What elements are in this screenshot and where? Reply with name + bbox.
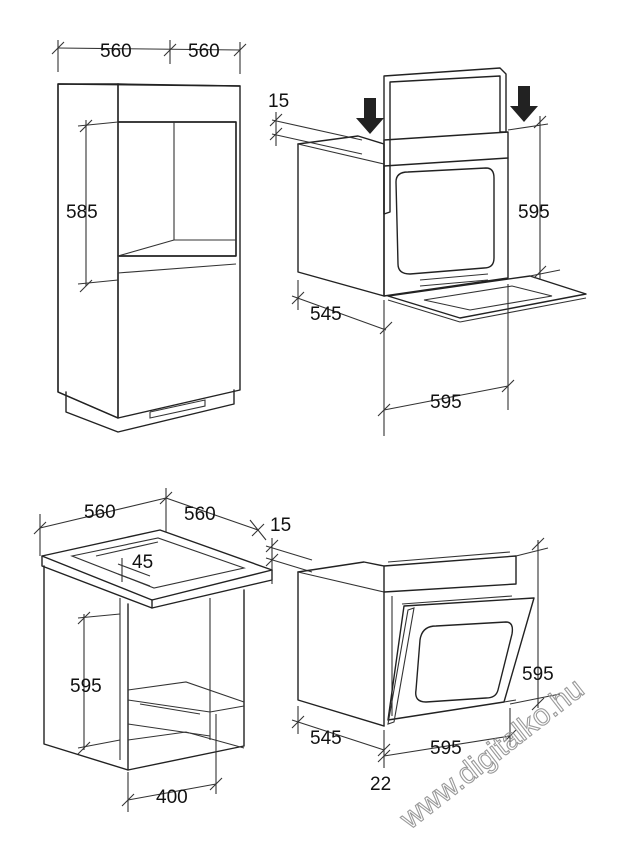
top-oven-width-label: 595 bbox=[430, 392, 462, 413]
down-arrow-icon bbox=[510, 86, 538, 122]
bottom-oven-door-gap-label: 22 bbox=[370, 774, 391, 795]
bottom-oven-depth-label: 545 bbox=[310, 728, 342, 749]
top-oven-drawing bbox=[297, 67, 587, 323]
top-cabinet-depth-label: 560 bbox=[188, 41, 220, 62]
bottom-cabinet-depth-label: 560 bbox=[184, 504, 216, 525]
bottom-cabinet-gap-label: 45 bbox=[132, 552, 153, 573]
top-cabinet-drawing bbox=[57, 83, 241, 433]
bottom-oven-dimensions: 595 545 595 22 bbox=[291, 537, 561, 795]
top-niche-height-label: 585 bbox=[66, 202, 98, 223]
bottom-cabinet-drawing bbox=[41, 529, 273, 771]
top-oven-height-label: 595 bbox=[518, 202, 550, 223]
bottom-oven-width-label: 595 bbox=[430, 738, 462, 759]
bottom-niche-height-label: 595 bbox=[70, 676, 102, 697]
top-oven-panel-label: 15 bbox=[268, 91, 289, 112]
bottom-cabinet-opening-label: 400 bbox=[156, 787, 188, 808]
bottom-oven-height-label: 595 bbox=[522, 664, 554, 685]
top-cabinet-dimensions: 560 560 585 bbox=[51, 40, 247, 293]
bottom-cabinet-width-label: 560 bbox=[84, 502, 116, 523]
bottom-oven-drawing bbox=[297, 551, 535, 727]
top-cabinet-width-label: 560 bbox=[100, 41, 132, 62]
top-oven-dimensions: 15 595 545 595 bbox=[268, 91, 561, 436]
down-arrow-icon bbox=[356, 98, 384, 134]
top-oven-depth-label: 545 bbox=[310, 304, 342, 325]
bottom-cabinet-dimensions: 560 560 15 45 595 400 bbox=[33, 488, 313, 812]
bottom-cabinet-panel-label: 15 bbox=[270, 515, 291, 536]
